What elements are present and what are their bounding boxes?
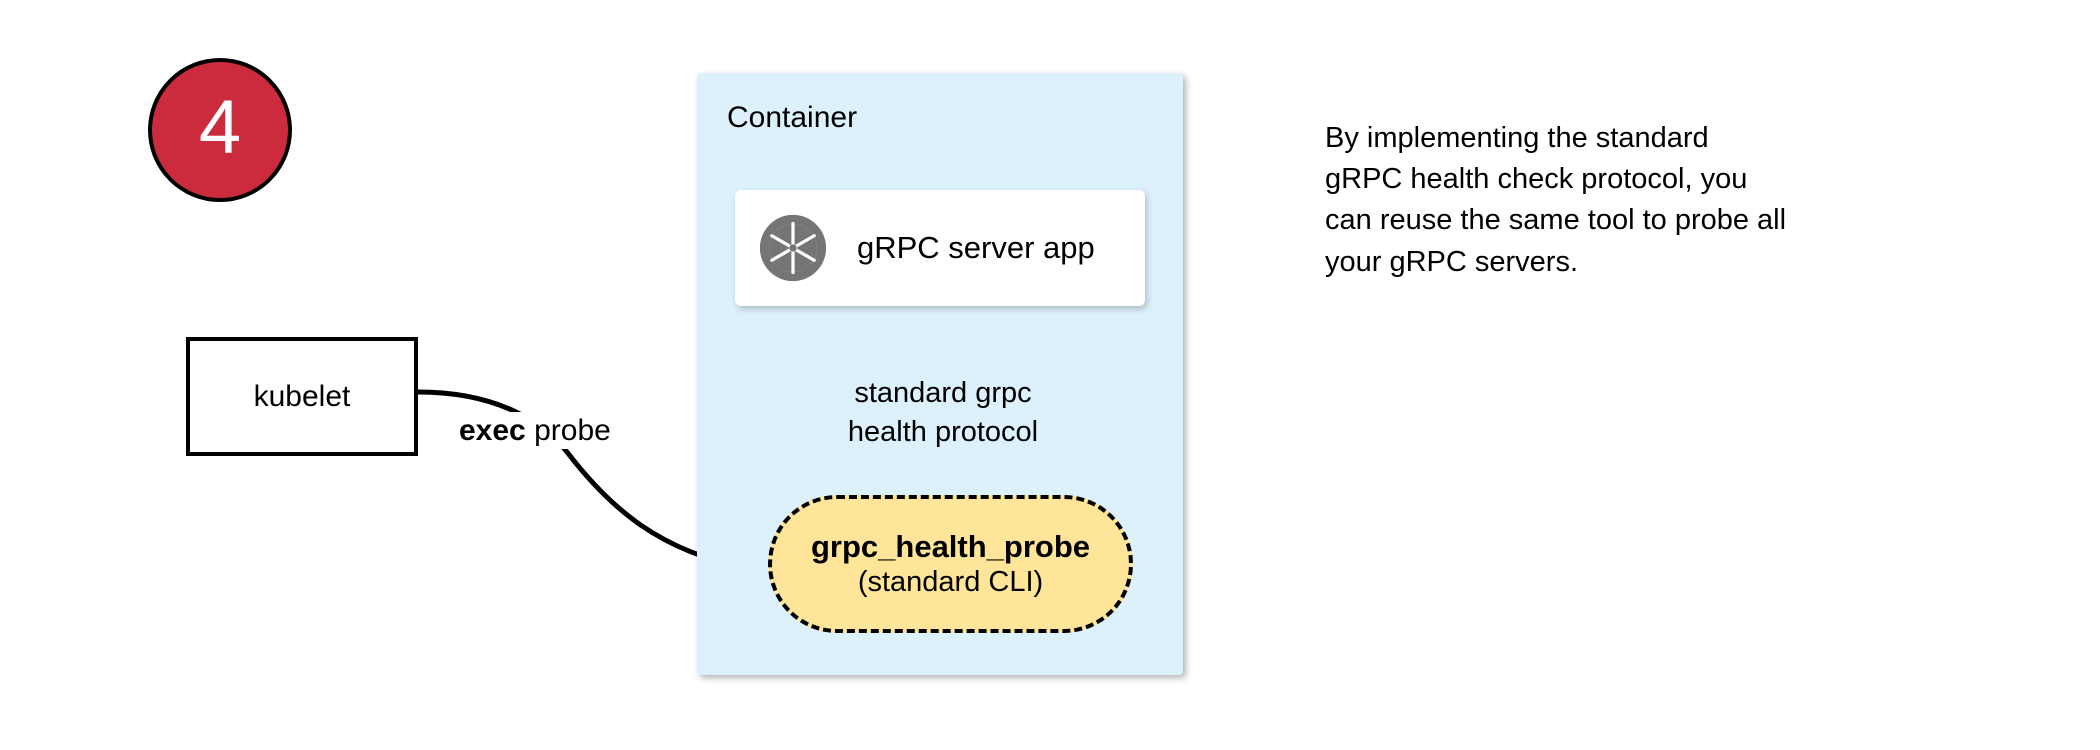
grpc-health-probe-subtitle: (standard CLI) <box>857 566 1044 599</box>
exec-probe-edge-label: exec probe <box>455 412 615 449</box>
health-protocol-edge-label: standard grpc health protocol <box>828 372 1058 454</box>
step-number-label: 4 <box>198 85 242 170</box>
annotation-line-1: By implementing the standard <box>1325 122 1709 154</box>
kubelet-label: kubelet <box>253 380 351 413</box>
annotation-line-3: can reuse the same tool to probe all <box>1325 204 1787 237</box>
grpc-aperture-icon <box>759 214 827 282</box>
step-number-badge: 4 <box>148 58 292 202</box>
health-protocol-label-line1: standard grpc <box>854 377 1032 409</box>
grpc-server-app-label: gRPC server app <box>857 229 1095 265</box>
container-title: Container <box>727 101 858 134</box>
exec-probe-label-rest: probe <box>525 414 611 447</box>
grpc-health-probe-node: grpc_health_probe (standard CLI) <box>768 495 1133 633</box>
grpc-server-app-card: gRPC server app <box>735 190 1145 306</box>
exec-probe-label-bold: exec <box>459 414 526 447</box>
grpc-health-probe-title: grpc_health_probe <box>810 528 1091 564</box>
health-protocol-label-line2: health protocol <box>847 415 1039 448</box>
kubelet-box: kubelet <box>186 337 418 456</box>
annotation-line-2: gRPC health check protocol, you <box>1325 163 1748 196</box>
annotation-text: By implementing the standard gRPC health… <box>1325 118 1905 283</box>
annotation-line-4: your gRPC servers. <box>1325 245 1579 278</box>
